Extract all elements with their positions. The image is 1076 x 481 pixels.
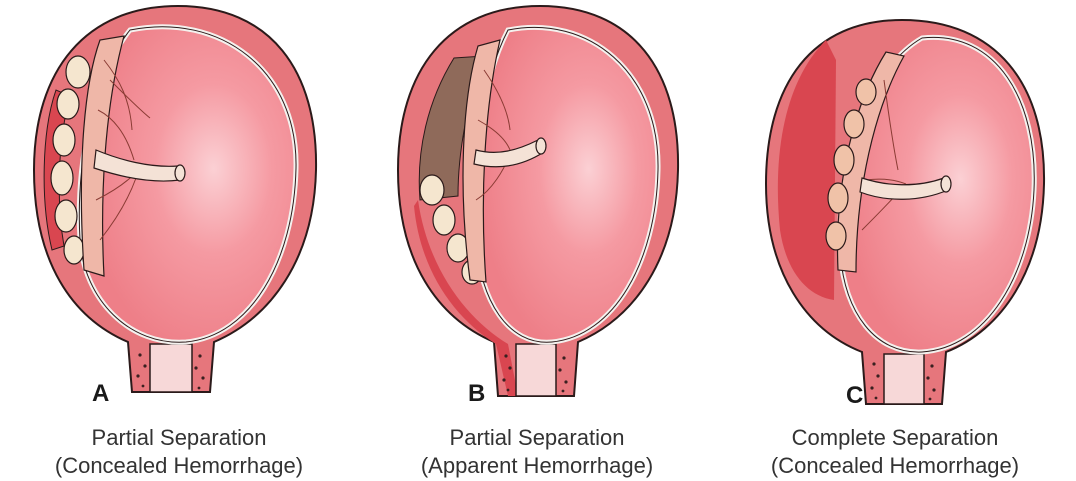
caption-line-1: Partial Separation: [358, 424, 716, 452]
caption-line-2: (Concealed Hemorrhage): [716, 452, 1074, 480]
caption-line-1: Partial Separation: [0, 424, 358, 452]
panel-letter: A: [92, 380, 109, 408]
panel-c: C Complete Separation (Concealed Hemorrh…: [716, 0, 1074, 481]
caption-line-1: Complete Separation: [716, 424, 1074, 452]
panel-letter: B: [468, 380, 485, 408]
panel-caption: Partial Separation (Concealed Hemorrhage…: [0, 424, 358, 480]
uterus-illustration-c: [716, 0, 1074, 420]
cervical-canal: [150, 344, 192, 392]
panel-b: B Partial Separation (Apparent Hemorrhag…: [358, 0, 716, 481]
panel-letter: C: [846, 382, 863, 410]
uterus-illustration-b: [358, 0, 716, 420]
uterus-illustration-a: [0, 0, 358, 420]
caption-line-2: (Apparent Hemorrhage): [358, 452, 716, 480]
panel-caption: Complete Separation (Concealed Hemorrhag…: [716, 424, 1074, 480]
panel-caption: Partial Separation (Apparent Hemorrhage): [358, 424, 716, 480]
cervical-canal: [516, 344, 556, 396]
cervical-canal: [884, 354, 924, 404]
panel-a: A Partial Separation (Concealed Hemorrha…: [0, 0, 358, 481]
caption-line-2: (Concealed Hemorrhage): [0, 452, 358, 480]
